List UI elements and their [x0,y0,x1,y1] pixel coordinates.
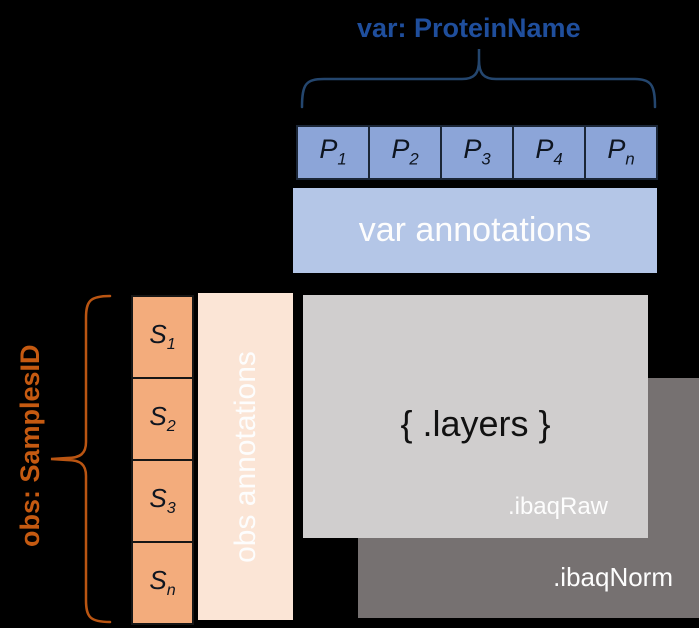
var-cell: Pn [584,125,658,180]
var-annotations-label: var annotations [358,211,592,249]
var-annotations-block: var annotations [293,188,657,273]
obs-annotations-label: obs annotations [228,350,262,563]
var-cell: P4 [512,125,586,180]
obs-cell: S1 [131,295,194,379]
var-index-row: P1 P2 P3 P4 Pn [296,125,658,180]
var-cell-label: P4 [535,134,563,169]
var-cell: P2 [368,125,442,180]
obs-annotations-block: obs annotations [198,293,293,620]
var-brace [300,49,657,109]
var-cell-label: P2 [391,134,419,169]
var-cell-label: P1 [319,134,347,169]
layers-title: { .layers } [400,403,551,444]
var-axis-title: var: ProteinName [357,13,581,43]
obs-cell: Sn [131,541,194,625]
var-cell-label: P3 [463,134,491,169]
var-cell: P1 [296,125,370,180]
var-cell: P3 [440,125,514,180]
obs-axis-title: obs: SamplesID [15,344,45,547]
obs-brace [50,294,112,624]
obs-cell: S2 [131,377,194,461]
var-cell-label: Pn [607,134,635,169]
obs-index-column: S1 S2 S3 Sn [131,295,194,625]
layers-block: { .layers } .ibaqRaw [303,295,648,538]
obs-cell-label: S1 [149,319,176,354]
obs-cell-label: S2 [149,401,176,436]
layer-ibaqnorm-label: .ibaqNorm [553,562,673,592]
layer-ibaqraw-label: .ibaqRaw [507,493,608,520]
obs-cell-label: Sn [149,565,176,600]
obs-cell: S3 [131,459,194,543]
obs-cell-label: S3 [149,483,176,518]
